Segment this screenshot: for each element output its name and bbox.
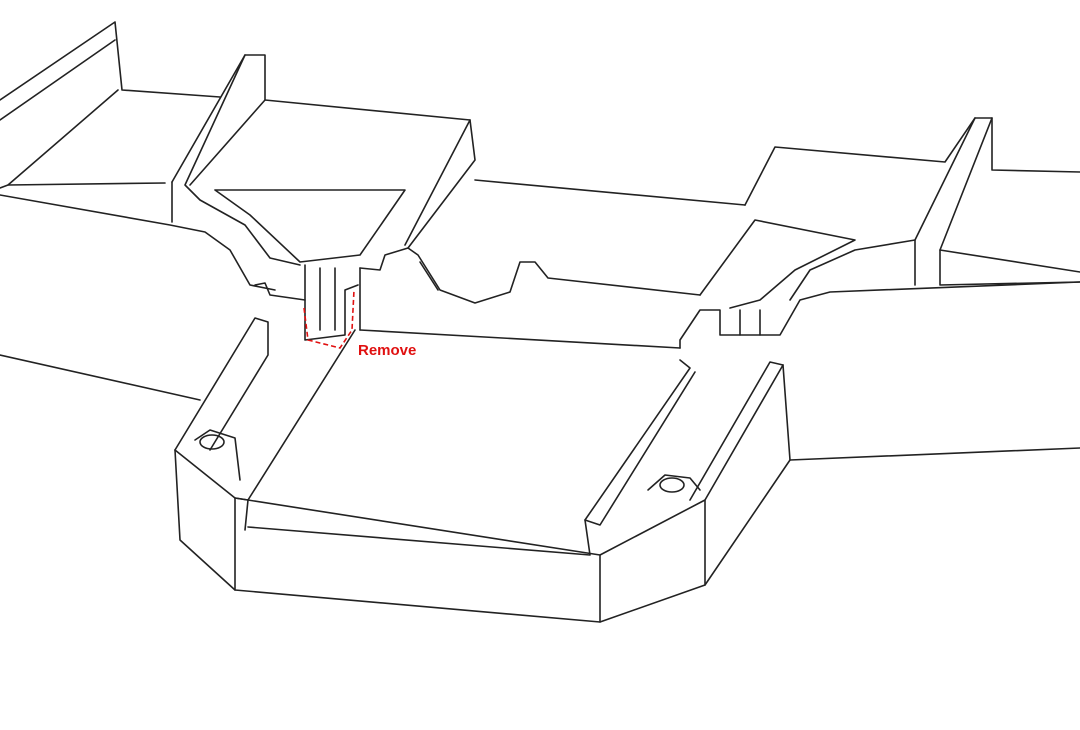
right-funnel [679, 117, 1080, 461]
left-screw-hole [199, 434, 225, 450]
right-screw-hole [659, 477, 685, 493]
left-funnel [171, 54, 476, 341]
center-channel [359, 179, 746, 349]
remove-label: Remove [358, 342, 417, 359]
main-box [174, 317, 791, 623]
remove-outline [303, 289, 355, 349]
left-rail [0, 21, 276, 401]
